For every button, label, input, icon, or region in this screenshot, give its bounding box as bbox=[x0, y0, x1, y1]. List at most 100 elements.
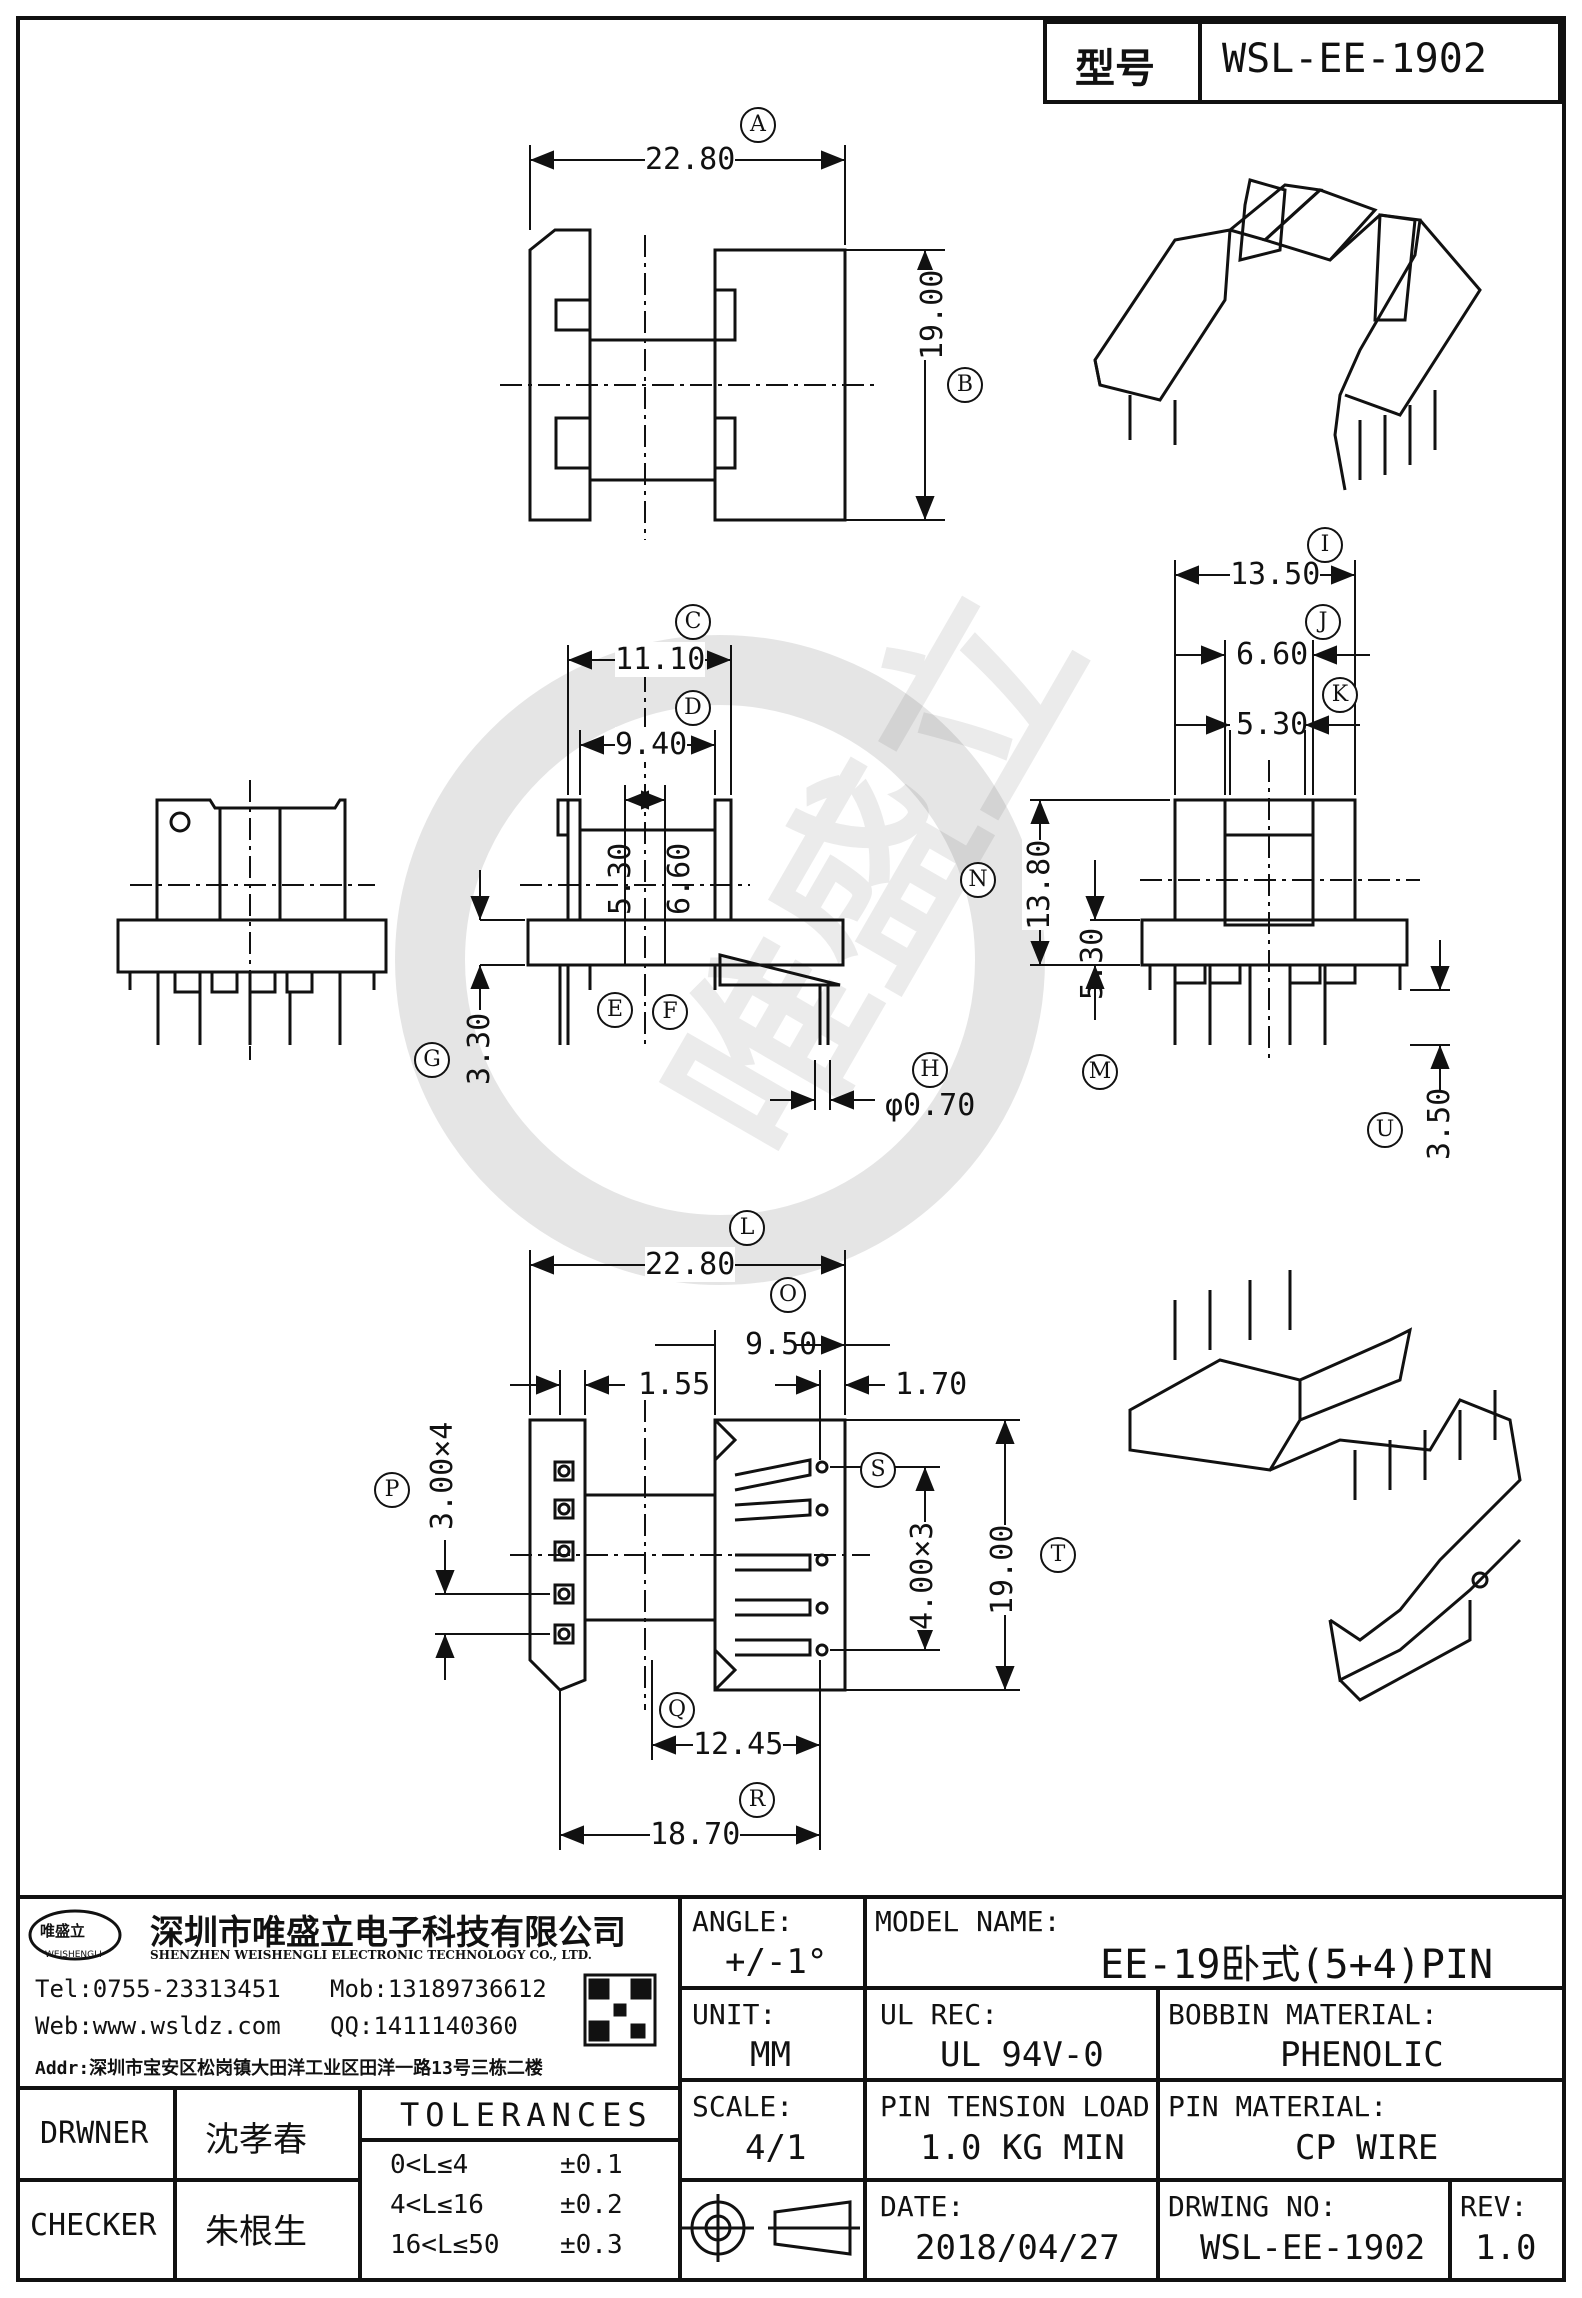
drwing-no-label: DRWING NO: bbox=[1168, 2190, 1337, 2223]
dimension-marker-q: Q bbox=[659, 1692, 695, 1728]
dimension-marker-l: L bbox=[729, 1210, 765, 1246]
dim-f-value: 6.60 bbox=[662, 842, 697, 915]
dimension-marker-e: E bbox=[597, 992, 633, 1028]
dim-t-value: 19.00 bbox=[985, 1524, 1020, 1615]
header-box bbox=[1043, 20, 1562, 104]
dim-a-value: 22.80 bbox=[645, 142, 736, 177]
tolerance-range-3: 16<L≤50 bbox=[390, 2230, 500, 2260]
checker-value: 朱根生 bbox=[205, 2212, 307, 2252]
pin-tension-label: PIN TENSION LOAD: bbox=[880, 2090, 1167, 2123]
top-view bbox=[500, 228, 880, 540]
ul-rec-label: UL REC: bbox=[880, 1998, 999, 2031]
model-code: WSL-EE-1902 bbox=[1222, 36, 1487, 82]
date-label: DATE: bbox=[880, 2190, 965, 2223]
dim-i-value: 13.50 bbox=[1230, 557, 1321, 592]
dimension-marker-g: G bbox=[414, 1042, 450, 1078]
dim-k-value: 5.30 bbox=[1236, 707, 1309, 742]
dim-e-value: 5.30 bbox=[603, 842, 638, 915]
dimension-marker-o: O bbox=[770, 1277, 806, 1313]
dim-c-value: 11.10 bbox=[615, 642, 706, 677]
projection-symbol bbox=[682, 2194, 860, 2262]
dimension-marker-a: A bbox=[740, 107, 776, 143]
dim-s-value: 4.00×3 bbox=[905, 1521, 940, 1630]
dimension-marker-m: M bbox=[1082, 1054, 1118, 1090]
company-addr: Addr:深圳市宝安区松岗镇大田洋工业区田洋一路13号三栋二楼 bbox=[35, 2058, 543, 2079]
dim-u-value: 3.50 bbox=[1422, 1087, 1457, 1160]
dim-r-value: 18.70 bbox=[650, 1817, 741, 1852]
dim-155-value: 1.55 bbox=[638, 1367, 711, 1402]
drawer-value: 沈孝春 bbox=[205, 2120, 307, 2160]
dimension-marker-i: I bbox=[1307, 527, 1343, 563]
dim-d-value: 9.40 bbox=[615, 727, 688, 762]
scale-label: SCALE: bbox=[692, 2090, 794, 2123]
company-tel: Tel:0755-23313451 bbox=[35, 1975, 281, 2003]
dimension-marker-s: S bbox=[860, 1452, 896, 1488]
model-name-label: MODEL NAME: bbox=[875, 1905, 1061, 1938]
drawer-label: DRWNER bbox=[40, 2116, 149, 2151]
type-label: 型号 bbox=[1075, 46, 1155, 92]
tolerance-range-2: 4<L≤16 bbox=[390, 2190, 484, 2220]
dim-b-value: 19.00 bbox=[915, 269, 950, 360]
dim-o-value: 9.50 bbox=[745, 1327, 818, 1362]
side-view-right bbox=[1140, 760, 1420, 1060]
bobbin-material-label: BOBBIN MATERIAL: bbox=[1168, 1998, 1438, 2031]
date-value: 2018/04/27 bbox=[915, 2228, 1120, 2268]
dimension-marker-u: U bbox=[1367, 1112, 1403, 1148]
dimension-marker-b: B bbox=[947, 367, 983, 403]
model-name-value: EE-19卧式(5+4)PIN bbox=[1100, 1942, 1494, 1988]
dim-l-value: 22.80 bbox=[645, 1247, 736, 1282]
scale-value: 4/1 bbox=[745, 2128, 807, 2168]
company-name-cn: 深圳市唯盛立电子科技有限公司 bbox=[150, 1913, 626, 1953]
dim-q-value: 12.45 bbox=[693, 1727, 784, 1762]
company-web: Web:www.wsldz.com bbox=[35, 2012, 281, 2040]
bobbin-material-value: PHENOLIC bbox=[1280, 2035, 1444, 2075]
dimension-marker-d: D bbox=[675, 690, 711, 726]
rev-label: REV: bbox=[1460, 2190, 1528, 2223]
pin-material-label: PIN MATERIAL: bbox=[1168, 2090, 1388, 2123]
unit-value: MM bbox=[750, 2035, 791, 2075]
front-view-left bbox=[116, 780, 388, 1060]
tolerance-value-3: ±0.3 bbox=[560, 2230, 623, 2260]
tolerance-range-1: 0<L≤4 bbox=[390, 2150, 469, 2180]
dimension-marker-k: K bbox=[1322, 677, 1358, 713]
dim-n-value: 13.80 bbox=[1022, 839, 1057, 930]
tolerances-label: TOLERANCES bbox=[400, 2096, 653, 2134]
dim-p-value: 3.00×4 bbox=[425, 1421, 460, 1530]
dimension-marker-n: N bbox=[960, 862, 996, 898]
logo-text: 唯盛立 bbox=[40, 1922, 86, 1940]
company-name-en: SHENZHEN WEISHENGLI ELECTRONIC TECHNOLOG… bbox=[150, 1948, 592, 1962]
bottom-view bbox=[510, 1400, 870, 1710]
dim-g-value: 3.30 bbox=[462, 1012, 497, 1085]
dimension-marker-t: T bbox=[1040, 1537, 1076, 1573]
angle-value: +/-1° bbox=[725, 1942, 828, 1982]
title-block-grid bbox=[20, 1895, 1562, 2278]
isometric-view-top bbox=[1093, 178, 1482, 491]
qr-code-area bbox=[583, 1973, 657, 2047]
checker-label: CHECKER bbox=[30, 2208, 157, 2243]
logo-sub: WEISHENGLI bbox=[45, 1950, 102, 1960]
tolerance-value-2: ±0.2 bbox=[560, 2190, 623, 2220]
dim-h-value: φ0.70 bbox=[885, 1088, 976, 1123]
unit-label: UNIT: bbox=[692, 1998, 777, 2031]
dimension-marker-r: R bbox=[739, 1782, 775, 1818]
isometric-view-bottom bbox=[1128, 1270, 1522, 1702]
dim-m-value: 5.30 bbox=[1075, 927, 1110, 1000]
pin-tension-value: 1.0 KG MIN bbox=[920, 2128, 1125, 2168]
pin-material-value: CP WIRE bbox=[1295, 2128, 1439, 2168]
company-logo bbox=[28, 1909, 122, 1961]
company-qq: QQ:1411140360 bbox=[330, 2012, 518, 2040]
company-mob: Mob:13189736612 bbox=[330, 1975, 547, 2003]
dimension-marker-f: F bbox=[652, 994, 688, 1030]
side-view-center bbox=[520, 670, 845, 1050]
drwing-no-value: WSL-EE-1902 bbox=[1200, 2228, 1426, 2268]
outer-frame bbox=[16, 16, 1566, 2282]
dim-170-value: 1.70 bbox=[895, 1367, 968, 1402]
ul-rec-value: UL 94V-0 bbox=[940, 2035, 1104, 2075]
dimension-marker-c: C bbox=[675, 604, 711, 640]
dimension-marker-h: H bbox=[912, 1052, 948, 1088]
dimension-marker-p: P bbox=[374, 1472, 410, 1508]
dimension-marker-j: J bbox=[1305, 604, 1341, 640]
dim-j-value: 6.60 bbox=[1236, 637, 1309, 672]
tolerance-value-1: ±0.1 bbox=[560, 2150, 623, 2180]
rev-value: 1.0 bbox=[1475, 2228, 1537, 2268]
